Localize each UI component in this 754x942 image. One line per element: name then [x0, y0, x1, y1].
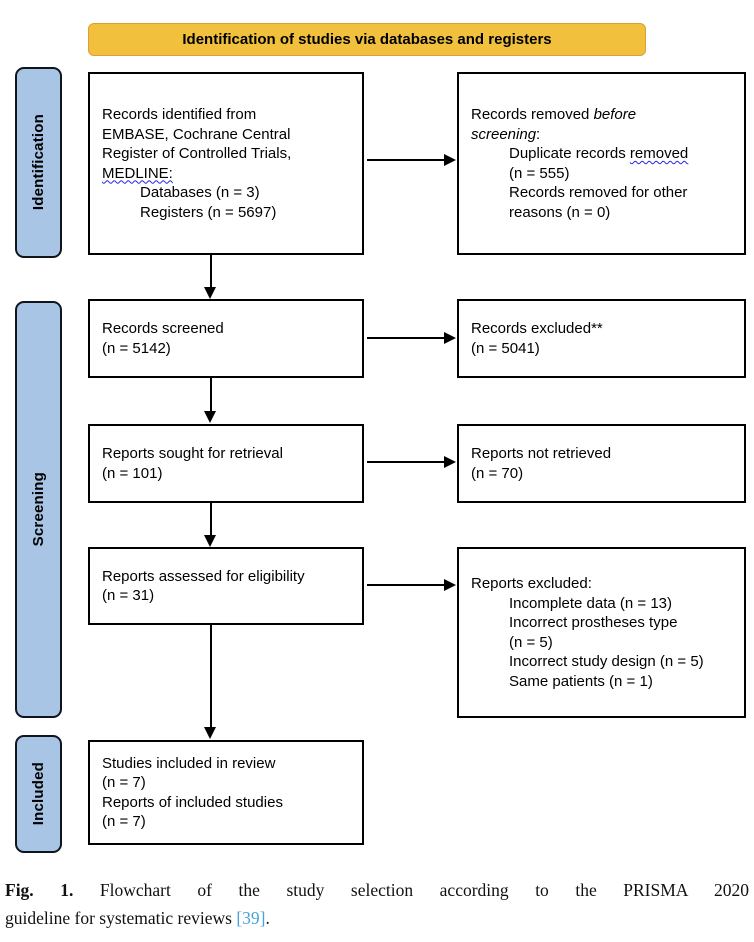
- box-line: EMBASE, Cochrane Central: [102, 125, 291, 143]
- box-text: Duplicate records: [509, 145, 630, 162]
- arrow-identified-to-removed: [367, 154, 456, 166]
- caption-text: guideline for systematic reviews: [5, 908, 232, 929]
- ribbon-screening: Screening: [15, 301, 62, 718]
- caption-text: Flowchart of the study selection accordi…: [99, 880, 750, 900]
- box-studies-included: Studies included in review (n = 7) Repor…: [88, 740, 364, 845]
- arrow-assessed-to-included: [204, 625, 216, 739]
- box-line: Studies included in review: [102, 754, 276, 772]
- ribbon-screening-label: Screening: [30, 472, 47, 547]
- box-line: (n = 7): [102, 813, 146, 830]
- caption-line-2: guideline for systematic reviews [39].: [5, 904, 749, 932]
- caption-line-1: Fig. 1. Flowchart of the study selection…: [5, 876, 749, 904]
- box-line: Incomplete data (n = 13): [509, 594, 673, 612]
- box-line: (n = 7): [102, 774, 146, 791]
- arrow-assessed-to-excluded: [367, 579, 456, 591]
- citation-link[interactable]: [39]: [236, 908, 266, 929]
- box-line: screening:: [471, 125, 736, 145]
- arrow-screened-to-sought: [204, 378, 216, 423]
- box-line: Registers (n = 5697): [140, 203, 277, 221]
- arrow-screened-to-excluded: [367, 332, 456, 344]
- box-line: Reports assessed for eligibility: [102, 567, 305, 585]
- box-reports-assessed: Reports assessed for eligibility (n = 31…: [88, 547, 364, 625]
- box-line: Databases (n = 3): [140, 184, 260, 201]
- box-records-screened: Records screened (n = 5142): [88, 299, 364, 378]
- box-line: Records removed for other: [509, 184, 688, 201]
- box-text: Records removed: [471, 106, 594, 123]
- banner-identification-via-databases: Identification of studies via databases …: [88, 23, 646, 56]
- ribbon-included: Included: [15, 735, 62, 853]
- spellcheck-underline: removed: [629, 145, 689, 162]
- box-line: (n = 5): [509, 633, 553, 651]
- spellcheck-underline: MEDLINE:: [102, 164, 173, 182]
- arrow-sought-to-assessed: [204, 503, 216, 547]
- caption-fig-label: Fig. 1.: [5, 880, 74, 900]
- box-line: (n = 5142): [102, 339, 171, 357]
- box-line: Reports excluded:: [471, 575, 592, 592]
- ribbon-included-label: Included: [30, 762, 47, 826]
- box-line: Duplicate records removed: [471, 144, 736, 164]
- box-line: Reports of included studies: [102, 793, 283, 811]
- box-reports-excluded: Reports excluded: Incomplete data (n = 1…: [457, 547, 746, 718]
- arrow-sought-to-not-retrieved: [367, 456, 456, 468]
- box-line: Reports not retrieved: [471, 445, 612, 462]
- box-line: Incorrect study design (n = 5): [509, 653, 704, 670]
- box-line: reasons (n = 0): [509, 203, 611, 221]
- box-line: Records screened: [102, 320, 224, 337]
- box-line: Records excluded**: [471, 320, 603, 337]
- box-line: Same patients (n = 1): [509, 672, 653, 690]
- ribbon-identification-label: Identification: [30, 114, 47, 211]
- box-records-excluded: Records excluded** (n = 5041): [457, 299, 746, 378]
- box-line: Reports sought for retrieval: [102, 445, 283, 462]
- figure-caption: Fig. 1. Flowchart of the study selection…: [5, 876, 749, 933]
- box-line: (n = 31): [102, 587, 155, 604]
- box-line: MEDLINE:: [102, 164, 354, 184]
- italic-text: before: [593, 106, 637, 123]
- caption-period: .: [265, 908, 270, 929]
- box-line: (n = 5041): [471, 339, 540, 357]
- box-line: Records removed before: [471, 105, 736, 125]
- box-records-removed: Records removed before screening: Duplic…: [457, 72, 746, 255]
- italic-text: screening: [471, 125, 537, 143]
- ribbon-identification: Identification: [15, 67, 62, 258]
- box-reports-sought: Reports sought for retrieval (n = 101): [88, 424, 364, 503]
- box-line: Records identified from: [102, 106, 257, 123]
- box-line: (n = 555): [509, 164, 570, 182]
- box-text: :: [536, 125, 541, 143]
- box-line: (n = 101): [102, 464, 163, 482]
- box-line: (n = 70): [471, 464, 524, 482]
- box-reports-not-retrieved: Reports not retrieved (n = 70): [457, 424, 746, 503]
- arrow-identified-to-screened: [204, 255, 216, 299]
- box-line: Register of Controlled Trials,: [102, 145, 292, 162]
- banner-label: Identification of studies via databases …: [182, 31, 552, 48]
- box-line: Incorrect prostheses type: [509, 614, 678, 631]
- box-records-identified: Records identified from EMBASE, Cochrane…: [88, 72, 364, 255]
